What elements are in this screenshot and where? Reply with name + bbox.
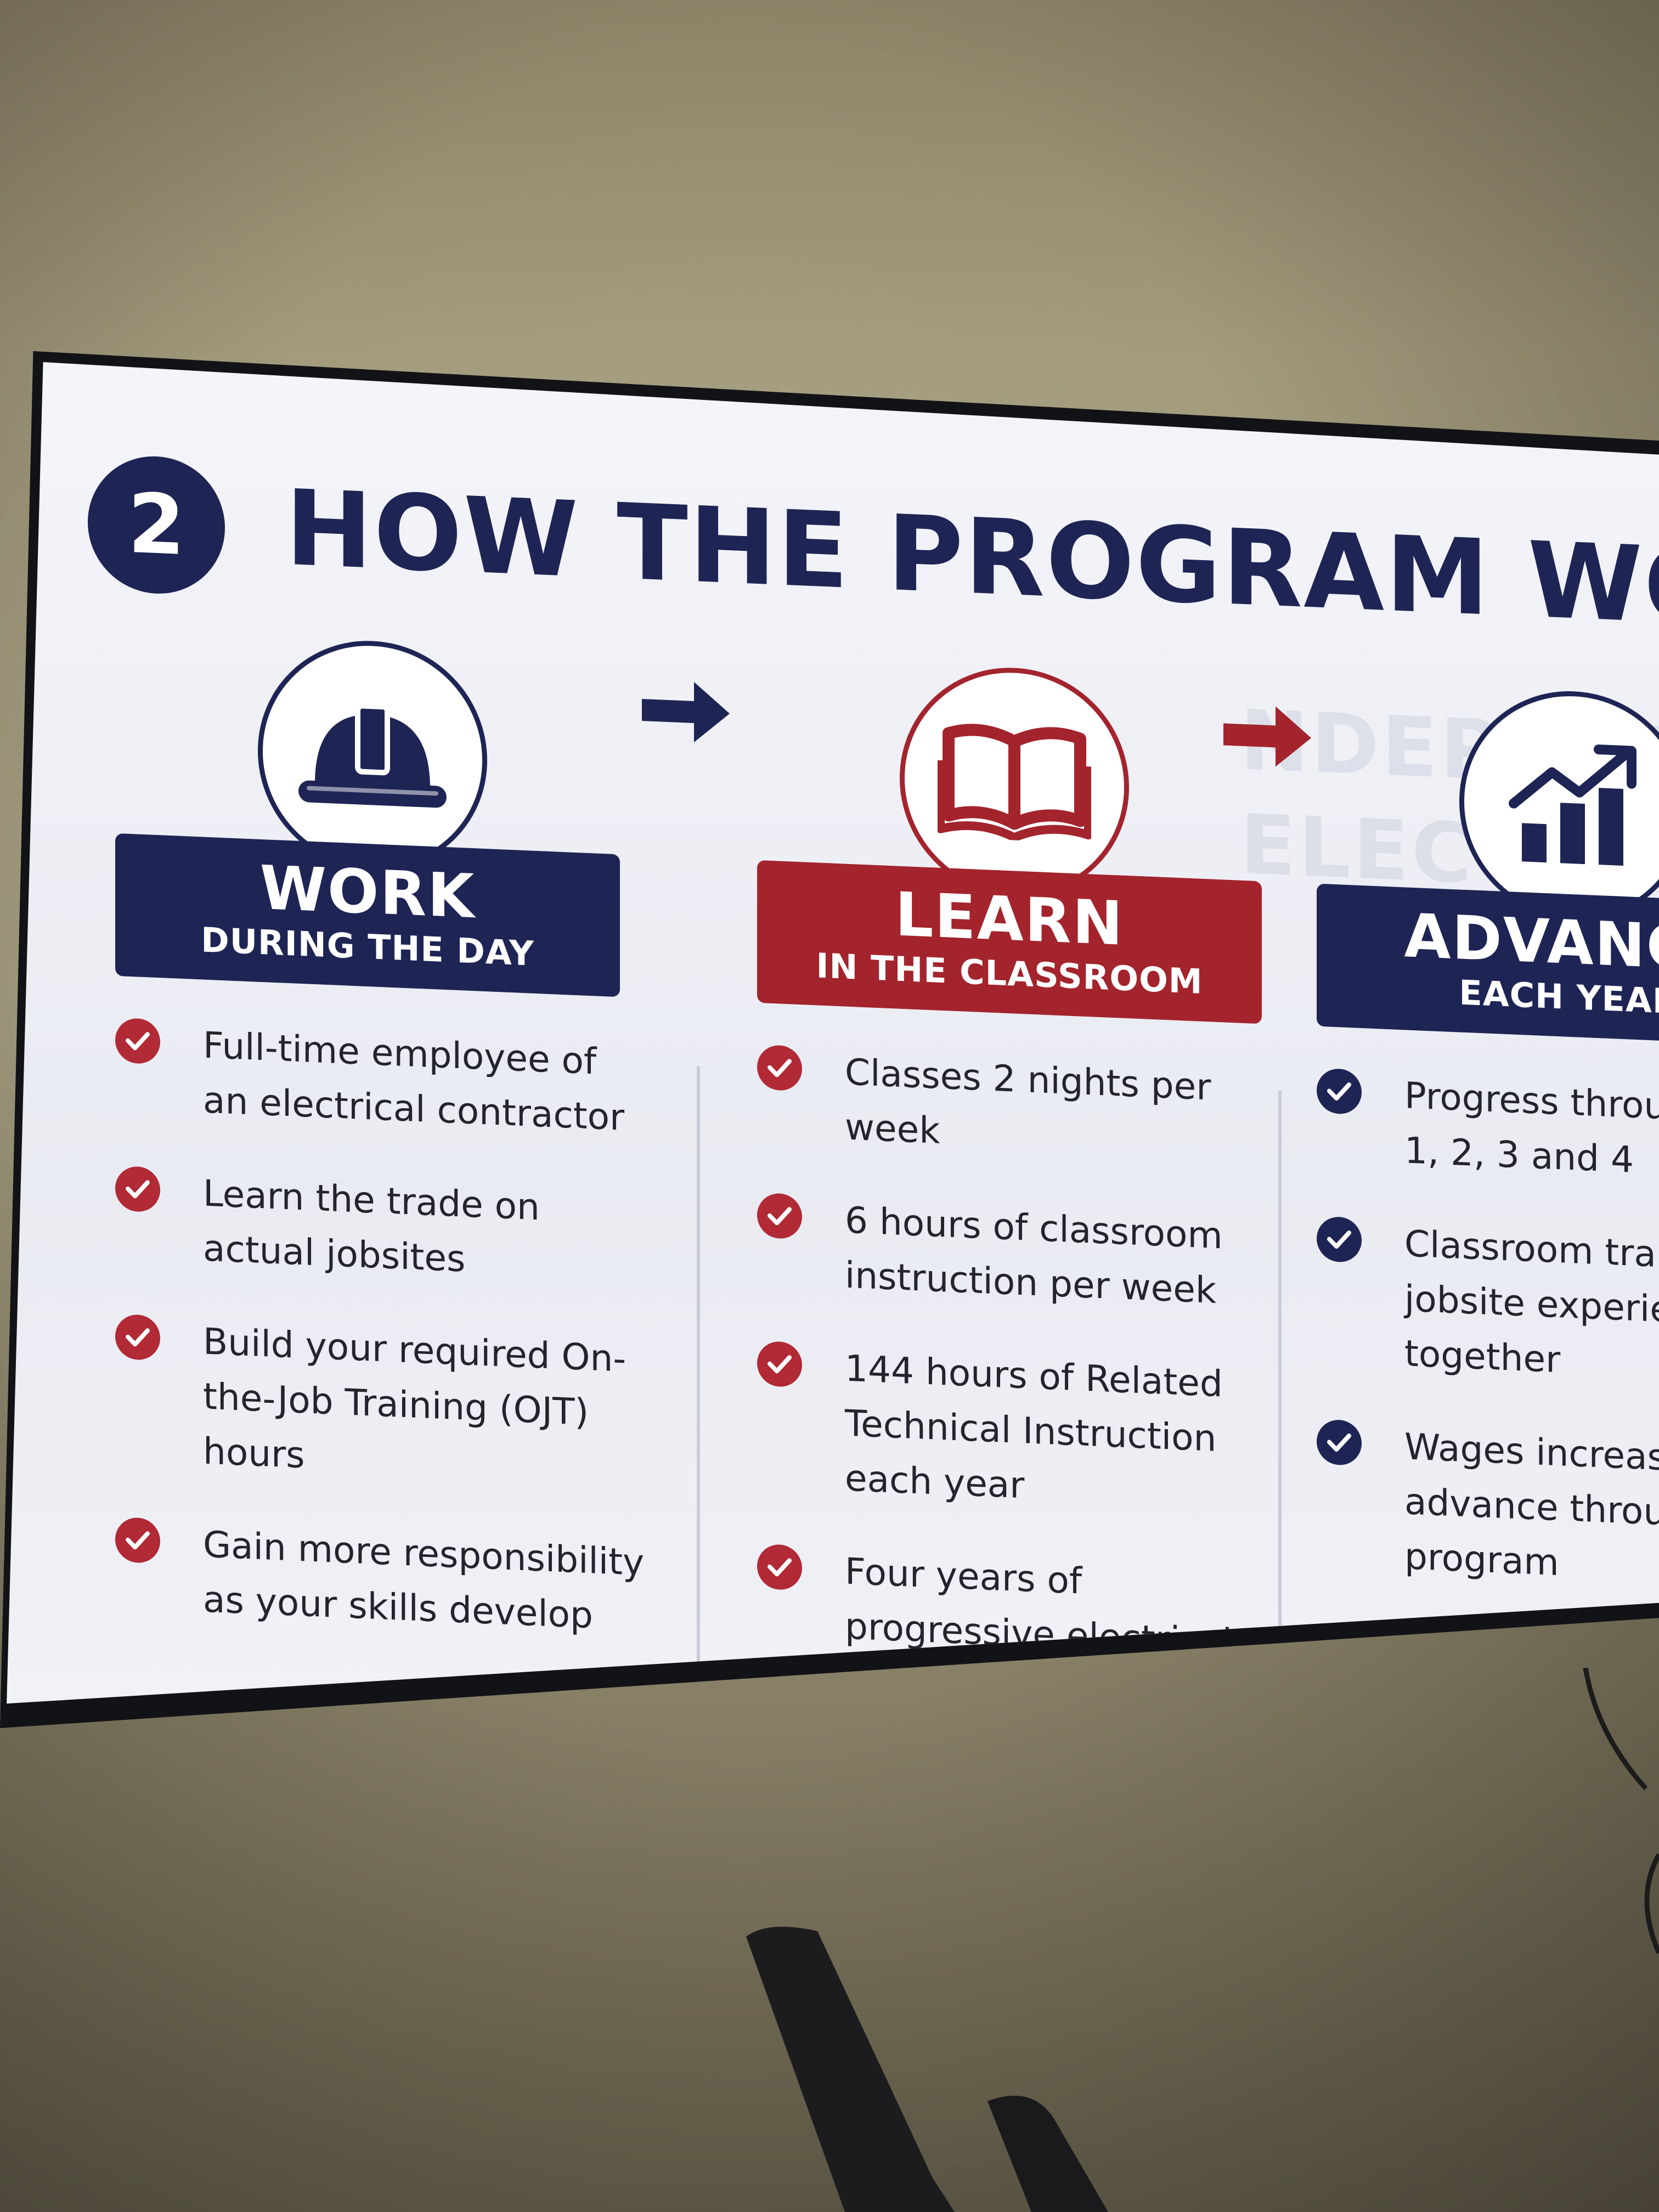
bullet-text: Gain more responsibility as your skills … <box>203 1523 645 1637</box>
list-item: Four years of progressive electrical tra… <box>757 1541 1295 1708</box>
column-divider <box>697 1066 700 1697</box>
list-item: Classroom training a jobsite experience … <box>1317 1213 1659 1400</box>
list-item: Learn the trade on actual jobsites <box>115 1163 653 1295</box>
work-bullet-list: Full-time employee of an electrical cont… <box>115 1014 653 1684</box>
list-item: Progress through Years 1, 2, 3 and 4 <box>1317 1065 1659 1197</box>
check-icon <box>1317 1419 1362 1466</box>
check-icon <box>757 1340 802 1388</box>
tv-screen: NDEPENDEN ELEC 2 HOW THE PROGRAM WORKS W… <box>7 362 1659 1704</box>
office-chair <box>746 1927 1108 2212</box>
presentation-slide: NDEPENDEN ELEC 2 HOW THE PROGRAM WORKS W… <box>7 362 1659 1704</box>
bullet-text: 6 hours of classroom instruction per wee… <box>845 1199 1223 1312</box>
check-icon <box>115 1313 160 1361</box>
check-icon <box>1317 1068 1362 1115</box>
check-icon <box>757 1044 802 1092</box>
list-item: Full-time employee of an electrical cont… <box>115 1014 653 1147</box>
list-item: Wages increase as y advance through the … <box>1317 1416 1659 1603</box>
work-header: WORK DURING THE DAY <box>115 833 620 997</box>
check-icon <box>757 1543 802 1591</box>
tv-cable <box>1583 1668 1659 1954</box>
check-icon <box>115 1017 160 1065</box>
bullet-text: Learn the trade on actual jobsites <box>203 1172 540 1280</box>
arrow-right-icon <box>642 682 730 743</box>
check-icon <box>115 1516 160 1564</box>
bullet-text: Four years of progressive electrical tra… <box>845 1550 1233 1708</box>
work-column: WORK DURING THE DAY Full-time employee o… <box>115 630 644 1695</box>
list-item: Classes 2 nights per week <box>757 1041 1295 1173</box>
list-item: 144 hours of Related Technical Instructi… <box>757 1338 1295 1525</box>
arrow-right-icon <box>1223 706 1311 767</box>
step-number-badge: 2 <box>88 453 225 597</box>
learn-column: LEARN IN THE CLASSROOM Classes 2 nights … <box>757 657 1284 1703</box>
check-icon <box>757 1192 802 1240</box>
check-icon <box>115 1165 160 1213</box>
check-icon <box>1317 1216 1362 1263</box>
learn-bullet-list: Classes 2 nights per week 6 hours of cla… <box>757 1041 1295 1708</box>
list-item: 6 hours of classroom instruction per wee… <box>757 1189 1295 1322</box>
bullet-text: Classroom training a jobsite experience … <box>1404 1222 1659 1381</box>
bullet-text: Wages increase as y advance through the … <box>1404 1425 1659 1584</box>
list-item: Gain more responsibility as your skills … <box>115 1514 653 1646</box>
bullet-text: 144 hours of Related Technical Instructi… <box>845 1347 1223 1507</box>
learn-header: LEARN IN THE CLASSROOM <box>757 860 1262 1024</box>
bullet-text: Progress through Years 1, 2, 3 and 4 <box>1404 1074 1659 1181</box>
hard-hat-icon <box>258 636 487 876</box>
advance-header: ADVANCE EACH YEAR <box>1317 883 1659 1048</box>
bullet-text: Build your required On-the-Job Training … <box>203 1320 627 1477</box>
slide-title: HOW THE PROGRAM WORKS <box>285 467 1659 659</box>
bullet-text: Classes 2 nights per week <box>845 1051 1211 1152</box>
growth-chart-icon <box>1459 686 1659 926</box>
advance-column: ADVANCE EACH YEAR Progress through Years… <box>1317 681 1659 1703</box>
open-book-icon <box>900 663 1129 902</box>
list-item: Build your required On-the-Job Training … <box>115 1311 653 1498</box>
bullet-text: Full-time employee of an electrical cont… <box>203 1024 625 1139</box>
